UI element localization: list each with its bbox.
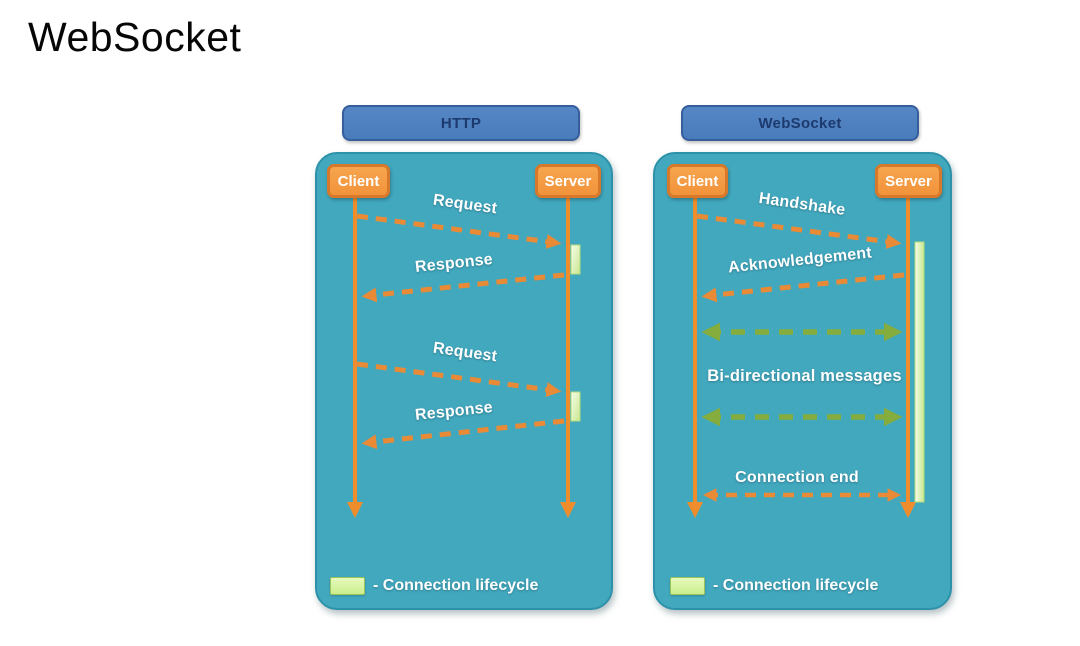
http-header-box: HTTP [342, 105, 580, 141]
acknowledgement-arrow [701, 272, 905, 303]
http-panel: Client Server Request Response Request R… [315, 152, 613, 610]
http-sequence-diagram [347, 198, 581, 518]
websocket-server-box: Server [875, 164, 942, 198]
message-label-connection-end: Connection end [735, 469, 859, 486]
message-label-acknowledgement: Acknowledgement [727, 244, 873, 277]
lifecycle-swatch-icon [330, 577, 365, 595]
lifecycle-bar [570, 391, 581, 422]
message-label-request-2: Request [431, 339, 499, 366]
lifecycle-swatch-icon [670, 577, 705, 595]
websocket-panel: Client Server Handshake Acknowledgement … [653, 152, 952, 610]
message-label-response-1: Response [414, 250, 494, 277]
page-title: WebSocket [28, 14, 242, 60]
lifecycle-bar-long [914, 241, 925, 503]
message-label-request-1: Request [431, 191, 499, 218]
message-label-handshake: Handshake [757, 190, 847, 219]
legend-label: - Connection lifecycle [373, 577, 539, 594]
http-server-box: Server [535, 164, 601, 198]
message-label-response-2: Response [414, 398, 494, 425]
http-legend: - Connection lifecycle [330, 577, 538, 595]
websocket-header-box: WebSocket [681, 105, 919, 141]
websocket-client-box: Client [667, 164, 728, 198]
message-label-bidirectional: Bi-directional messages [707, 367, 902, 385]
lifecycle-bar [570, 244, 581, 275]
websocket-legend: - Connection lifecycle [670, 577, 878, 595]
legend-label: - Connection lifecycle [713, 577, 879, 594]
http-client-box: Client [327, 164, 390, 198]
